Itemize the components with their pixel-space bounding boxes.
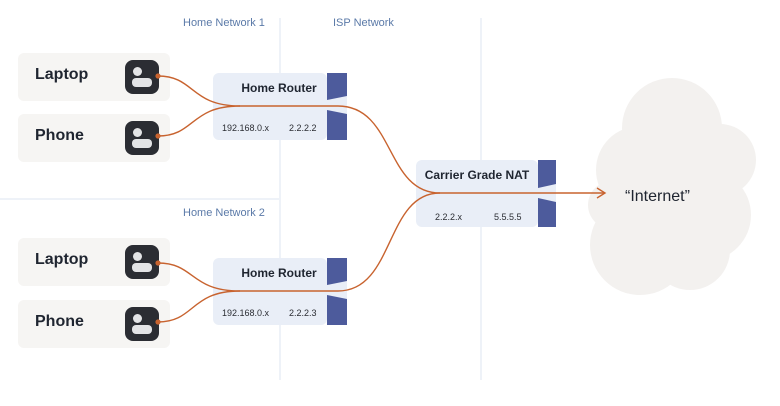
- home-network-divider: [0, 198, 280, 200]
- home-network-2-label: Home Network 2: [183, 207, 265, 219]
- person-icon: [125, 307, 159, 341]
- router-inner-ip: 192.168.0.x: [222, 123, 270, 133]
- cgnat-title: Carrier Grade NAT: [424, 168, 530, 182]
- device-label: Laptop: [35, 66, 89, 83]
- cgnat-inner-ip: 2.2.2.x: [435, 212, 463, 222]
- router-title: Home Router: [241, 81, 317, 95]
- cgnat-outer-ip: 5.5.5.5: [494, 212, 522, 222]
- device-phone-1[interactable]: Phone: [18, 114, 170, 162]
- router-inner-ip: 192.168.0.x: [222, 308, 270, 318]
- network-divider-left: [279, 18, 281, 380]
- device-label: Phone: [35, 313, 84, 330]
- device-label: Phone: [35, 127, 84, 144]
- internet-label: “Internet”: [625, 188, 690, 205]
- router-title: Home Router: [241, 266, 317, 280]
- device-laptop-2[interactable]: Laptop: [18, 238, 170, 286]
- person-icon: [125, 245, 159, 279]
- person-icon: [125, 121, 159, 155]
- router-outer-ip: 2.2.2.3: [289, 308, 317, 318]
- device-label: Laptop: [35, 251, 89, 268]
- home-network-1-label: Home Network 1: [183, 17, 265, 29]
- device-phone-2[interactable]: Phone: [18, 300, 170, 348]
- router-outer-ip: 2.2.2.2: [289, 123, 317, 133]
- person-icon: [125, 60, 159, 94]
- device-laptop-1[interactable]: Laptop: [18, 53, 170, 101]
- isp-network-label: ISP Network: [333, 17, 394, 29]
